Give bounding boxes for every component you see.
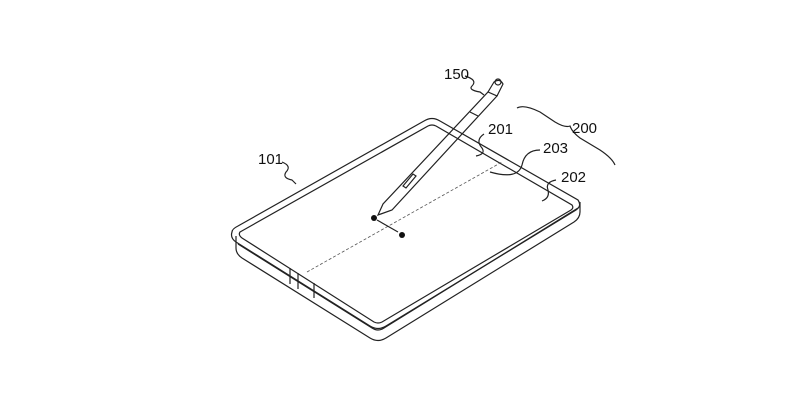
leader-203 <box>489 149 541 176</box>
leader-150 <box>464 75 485 96</box>
touch-point-end <box>399 232 405 238</box>
label-202: 202 <box>561 169 586 186</box>
leader-201 <box>475 133 485 157</box>
device-body <box>230 117 581 342</box>
label-150: 150 <box>444 66 469 83</box>
label-101: 101 <box>258 151 283 168</box>
leader-101 <box>281 161 297 185</box>
brace-200 <box>516 106 616 166</box>
touch-point-start <box>371 215 377 221</box>
fold-line <box>306 161 503 273</box>
label-201: 201 <box>488 121 513 138</box>
label-203: 203 <box>543 140 568 157</box>
stylus-pen <box>376 78 504 217</box>
label-200: 200 <box>572 120 597 137</box>
leader-202 <box>541 179 557 202</box>
